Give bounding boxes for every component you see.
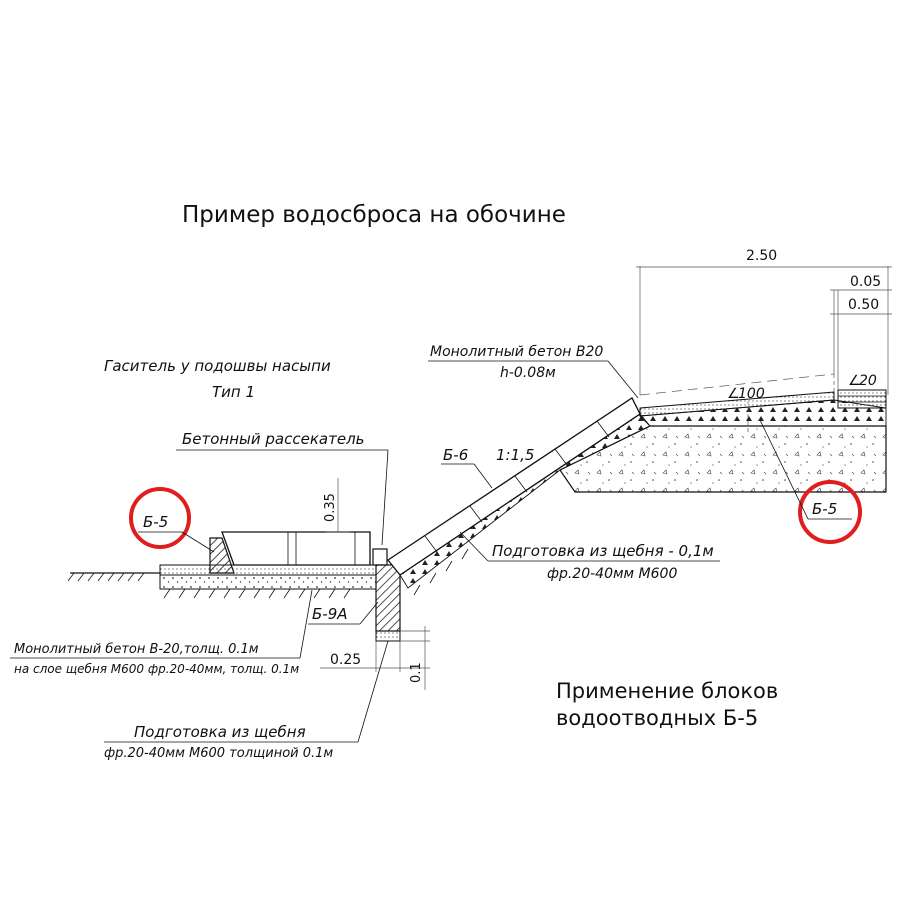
label-gravel-prep-right: Подготовка из щебня - 0,1м <box>492 542 714 560</box>
label-gravel-prep-right-fr: фр.20-40мм М600 <box>547 566 677 582</box>
dim-0-25: 0.25 <box>330 652 361 668</box>
shoulder-section <box>559 373 887 493</box>
label-gravel-prep-bottom: Подготовка из щебня <box>134 723 306 741</box>
caption-energy-dissipater: Гаситель у подошвы насыпи <box>104 357 331 375</box>
slope-angle-mark-20: ∠ <box>848 373 861 389</box>
concrete-splitter <box>221 531 371 566</box>
base-slab <box>159 564 377 599</box>
label-concrete-splitter: Бетонный рассекатель <box>182 430 365 448</box>
dim-2-50: 2.50 <box>746 248 777 264</box>
dim-0-05: 0.05 <box>850 274 881 290</box>
caption-type: Тип 1 <box>212 383 255 401</box>
label-monolithic-left-gravel: на слое щебня М600 фр.20-40мм, толщ. 0.1… <box>14 662 299 676</box>
ground-left <box>67 572 160 582</box>
highlight-circle-left <box>129 487 191 549</box>
diagram-title: Пример водосброса на обочине <box>182 202 566 228</box>
highlight-circle-right <box>798 480 862 544</box>
dim-0-50: 0.50 <box>848 297 879 313</box>
label-b6: Б-6 <box>443 446 468 464</box>
slope-100: 100 <box>738 386 765 402</box>
label-monolithic-left: Монолитный бетон В-20,толщ. 0.1м <box>14 642 259 657</box>
application-caption-line1: Применение блоков <box>556 679 778 703</box>
label-monolithic-top-h: h-0.08м <box>500 365 556 381</box>
label-b9a: Б-9А <box>312 605 348 623</box>
dimensions-top <box>636 266 892 395</box>
dim-0-1: 0.1 <box>409 662 424 683</box>
label-monolithic-top: Монолитный бетон В20 <box>430 344 603 360</box>
application-caption-line2: водоотводных Б-5 <box>556 706 758 730</box>
slope-angle-mark-100: ∠ <box>727 386 740 402</box>
slope-20: 20 <box>859 373 877 389</box>
label-b5-left: Б-5 <box>143 513 168 531</box>
label-gravel-prep-bottom-fr: фр.20-40мм М600 толщиной 0.1м <box>104 746 333 761</box>
dim-0-35: 0.35 <box>323 493 338 522</box>
label-slope-ratio: 1:1,5 <box>496 446 534 464</box>
block-b9a <box>372 548 401 642</box>
label-b5-right: Б-5 <box>812 500 837 518</box>
